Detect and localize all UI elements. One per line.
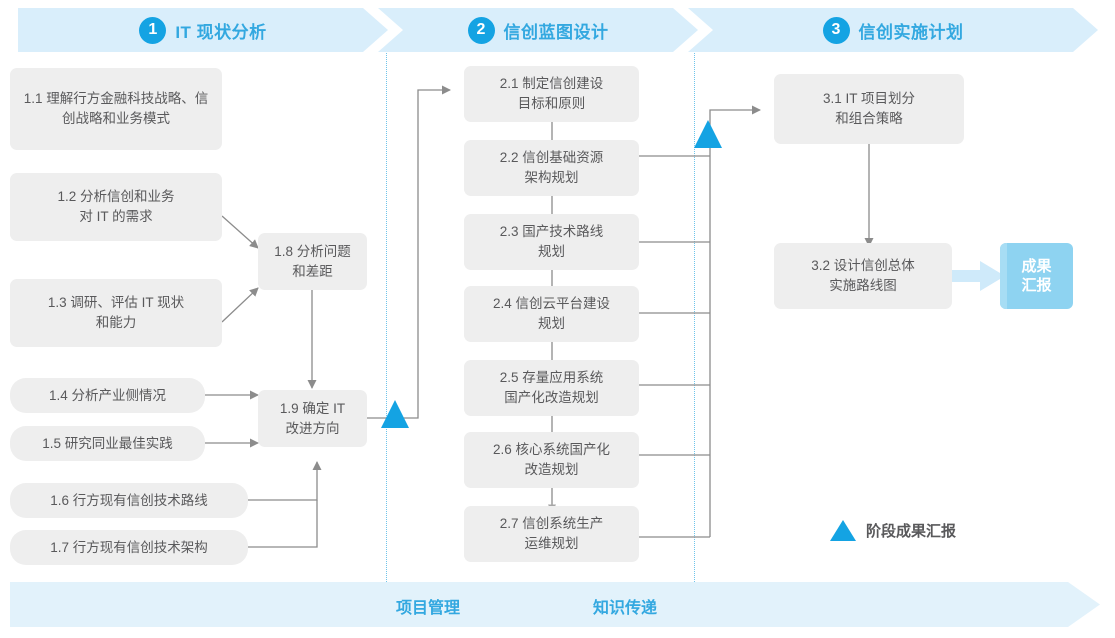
bottom-label-knowledge-transfer: 知识传递 [593,600,658,617]
legend-label: 阶段成果汇报 [866,523,957,540]
legend: 阶段成果汇报 [830,520,956,541]
node-2-3[interactable]: 2.3 国产技术路线规划 [464,214,639,270]
node-3-1[interactable]: 3.1 IT 项目划分和组合策略 [774,74,964,144]
bottom-label-project-management: 项目管理 [396,600,461,617]
wire-bus-to-31 [709,105,761,537]
node-1-4[interactable]: 1.4 分析产业侧情况 [10,378,205,413]
wire-12-to-18 [221,215,259,249]
node-1-5[interactable]: 1.5 研究同业最佳实践 [10,426,205,461]
phase-header-bar: 1 IT 现状分析 2 信创蓝图设计 3 信创实施计划 [0,8,1115,52]
bottom-stream-bar [10,582,1100,627]
node-2-6[interactable]: 2.6 核心系统国产化改造规划 [464,432,639,488]
node-3-2[interactable]: 3.2 设计信创总体实施路线图 [774,243,952,309]
phase-2[interactable]: 2 信创蓝图设计 [378,8,698,52]
node-1-3[interactable]: 1.3 调研、评估 IT 现状和能力 [10,279,222,347]
phase-3-title: 信创实施计划 [858,22,964,42]
node-2-7[interactable]: 2.7 信创系统生产运维规划 [464,506,639,562]
wire-17-to-19 [248,500,318,548]
divider-phase1-phase2 [386,48,387,588]
result-badge-accent-bar [1000,243,1007,309]
node-2-5[interactable]: 2.5 存量应用系统国产化改造规划 [464,360,639,416]
result-badge-label: 成果汇报 [1021,257,1052,295]
phase-1[interactable]: 1 IT 现状分析 [18,8,388,52]
phase-3-number: 3 [822,16,850,44]
phase-2-number: 2 [467,16,495,44]
node-1-7[interactable]: 1.7 行方现有信创技术架构 [10,530,248,565]
node-2-2[interactable]: 2.2 信创基础资源架构规划 [464,140,639,196]
milestone-phase2-icon [694,120,722,148]
phase-1-title: IT 现状分析 [175,22,267,42]
triangle-marker-icon [830,520,856,541]
phase-3[interactable]: 3 信创实施计划 [688,8,1098,52]
wire-13-to-18 [221,287,259,323]
phase-2-title: 信创蓝图设计 [503,22,609,42]
phase-1-number: 1 [139,16,167,44]
divider-phase2-phase3 [694,48,695,588]
node-2-4[interactable]: 2.4 信创云平台建设规划 [464,286,639,342]
wire-16-to-19 [248,461,322,501]
wire-32-to-result [952,261,1005,291]
result-badge[interactable]: 成果汇报 [1000,243,1073,309]
node-1-6[interactable]: 1.6 行方现有信创技术路线 [10,483,248,518]
node-1-1[interactable]: 1.1 理解行方金融科技战略、信创战略和业务模式 [10,68,222,150]
node-2-1[interactable]: 2.1 制定信创建设目标和原则 [464,66,639,122]
wire-19-to-21 [367,85,451,419]
node-1-2[interactable]: 1.2 分析信创和业务对 IT 的需求 [10,173,222,241]
node-1-8[interactable]: 1.8 分析问题和差距 [258,233,367,290]
